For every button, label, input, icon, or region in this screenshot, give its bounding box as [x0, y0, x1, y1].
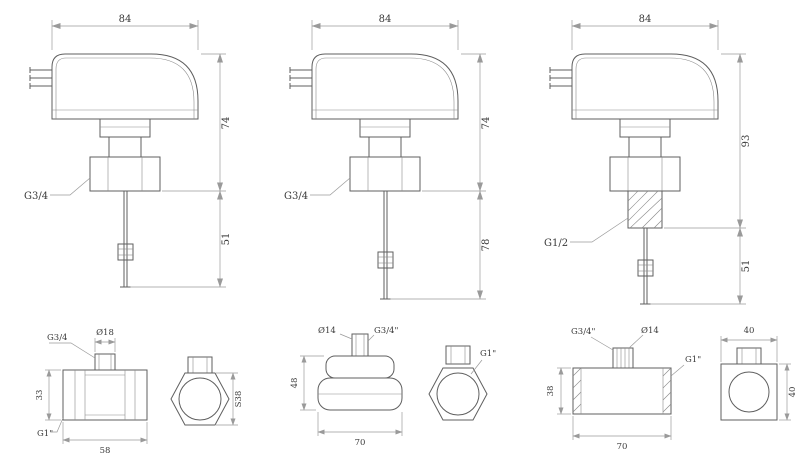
width-label: 84 — [639, 14, 652, 25]
paddle — [637, 228, 654, 305]
thread-label: G3/4 — [24, 191, 48, 202]
dimension-heights: 93 51 — [650, 53, 752, 305]
width-label: 84 — [379, 14, 392, 25]
terminal-pins — [549, 67, 572, 89]
valve-height-label: 33 — [35, 390, 45, 401]
dome-bore-label: Ø14 — [318, 325, 336, 336]
mounting-nut — [89, 156, 161, 192]
thread-callout: G3/4 — [284, 177, 351, 202]
mounting-nut — [609, 156, 681, 192]
dome-front-thread-label: G1" — [480, 349, 496, 359]
upper-height-label: 74 — [481, 117, 492, 130]
nut-front-view — [170, 356, 230, 426]
lower-height-label: 51 — [741, 260, 752, 273]
lower-height-label: 78 — [481, 239, 492, 252]
threaded-nipple — [627, 190, 663, 229]
tee-front-width-label: 40 — [744, 326, 755, 336]
thread-callout: G1/2 — [544, 217, 629, 249]
dome-length-label: 70 — [355, 438, 366, 448]
flow-switch-view-2: 84 — [284, 14, 492, 300]
thread-label: G3/4 — [284, 191, 308, 202]
tee-fitting-detail-views: G3/4" Ø14 G1" 38 70 40 — [546, 325, 798, 452]
dome-front-dimensions: G1" — [470, 349, 496, 375]
thread-callout: G3/4 — [24, 177, 91, 202]
dimension-width: 84 — [311, 14, 459, 50]
nut-hex-size-label: S38 — [234, 391, 244, 408]
upper-height-label: 74 — [221, 117, 232, 130]
dimension-width: 84 — [51, 14, 199, 50]
thread-label: G1/2 — [544, 238, 568, 249]
dome-top-thread-label: G3/4" — [374, 326, 398, 336]
body-neck — [619, 118, 671, 158]
tee-height-label: 38 — [546, 386, 556, 397]
tee-bore-label: Ø14 — [641, 325, 659, 336]
paddle — [377, 191, 394, 300]
switch-housing — [571, 53, 719, 120]
body-neck — [99, 118, 151, 158]
tee-front-height-label: 40 — [788, 387, 798, 398]
tee-side-view — [572, 347, 672, 415]
switch-housing — [311, 53, 459, 120]
terminal-pins — [29, 67, 52, 89]
valve-detail-views: G3/4 Ø18 33 G1" 58 — [35, 327, 244, 456]
dome-fitting-detail-views: Ø14 G3/4" 48 70 G1" — [290, 325, 496, 448]
tee-top-thread-label: G3/4" — [571, 327, 595, 337]
dimension-heights: 74 78 — [390, 53, 492, 300]
width-label: 84 — [119, 14, 132, 25]
flow-switch-view-3: 84 — [544, 14, 752, 305]
mounting-nut — [349, 156, 421, 192]
nut-dimensions: S38 — [216, 372, 244, 426]
valve-bore-label: Ø18 — [96, 327, 114, 338]
terminal-pins — [289, 67, 312, 89]
dome-side-view — [317, 333, 403, 411]
tee-front-dimensions: 40 40 — [720, 326, 798, 421]
valve-dimensions: G3/4 Ø18 33 G1" 58 — [35, 327, 148, 456]
tee-dimensions: G3/4" Ø14 G1" 38 70 — [546, 325, 701, 452]
dimension-width: 84 — [571, 14, 719, 50]
tee-side-thread-label: G1" — [685, 355, 701, 365]
dome-dimensions: Ø14 G3/4" 48 70 — [290, 325, 403, 448]
dome-height-label: 48 — [290, 378, 300, 389]
dome-front-view — [428, 345, 488, 421]
switch-housing — [51, 53, 199, 120]
dimension-heights: 74 51 — [130, 53, 232, 288]
valve-side-view — [62, 353, 148, 421]
lower-height-label: 51 — [221, 233, 232, 246]
tee-front-view — [720, 347, 778, 421]
upper-height-label: 93 — [741, 135, 752, 148]
valve-top-thread-label: G3/4 — [47, 333, 67, 343]
tee-length-label: 70 — [617, 442, 628, 452]
flow-switch-view-1: 84 — [24, 14, 232, 288]
paddle — [117, 191, 134, 288]
body-neck — [359, 118, 411, 158]
valve-length-label: 58 — [100, 446, 111, 456]
valve-side-thread-label: G1" — [37, 429, 53, 439]
